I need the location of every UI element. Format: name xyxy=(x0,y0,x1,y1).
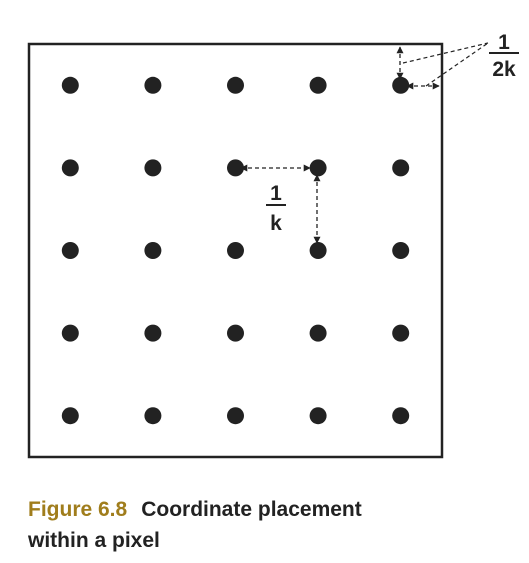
sample-point xyxy=(61,324,79,342)
sample-point xyxy=(392,159,410,177)
figure-label: Figure 6.8 xyxy=(28,498,128,521)
sample-point xyxy=(309,76,327,94)
sample-point xyxy=(227,324,244,342)
sample-point xyxy=(144,407,162,425)
sample-point xyxy=(227,159,244,177)
figure-caption: Figure 6.8 Coordinate placement within a … xyxy=(28,494,508,556)
sample-point xyxy=(144,242,162,259)
sample-point xyxy=(144,76,162,94)
spacing-label-numerator: 1 xyxy=(270,182,282,205)
edge-offset-label-numerator: 1 xyxy=(498,31,510,54)
sample-point xyxy=(309,242,327,259)
edge-offset-leader-2 xyxy=(425,42,489,87)
sample-point xyxy=(144,324,162,342)
sample-points xyxy=(61,76,410,425)
sample-point xyxy=(309,324,327,342)
sample-point xyxy=(144,159,162,177)
sample-point xyxy=(61,407,79,425)
sample-point xyxy=(61,159,79,177)
sample-point xyxy=(227,407,244,425)
sample-point xyxy=(227,76,244,94)
caption-line-2: within a pixel xyxy=(28,529,160,552)
edge-offset-leader-1 xyxy=(402,42,489,64)
sample-point xyxy=(309,159,327,177)
pixel-boundary xyxy=(27,42,444,459)
spacing-label-denominator: k xyxy=(270,212,282,235)
caption-text-1: Coordinate placement xyxy=(141,498,362,521)
sample-point xyxy=(392,242,410,259)
sample-point xyxy=(392,76,410,94)
sample-point xyxy=(61,242,79,259)
sample-point xyxy=(61,76,79,94)
edge-offset-label-denominator: 2k xyxy=(492,58,516,81)
caption-line-1: Figure 6.8 Coordinate placement xyxy=(28,494,508,525)
sample-point xyxy=(309,407,327,425)
sample-point xyxy=(227,242,244,259)
pixel-sample-diagram: 1 k 1 2k xyxy=(27,31,519,459)
sample-point xyxy=(392,324,410,342)
sample-point xyxy=(392,407,410,425)
